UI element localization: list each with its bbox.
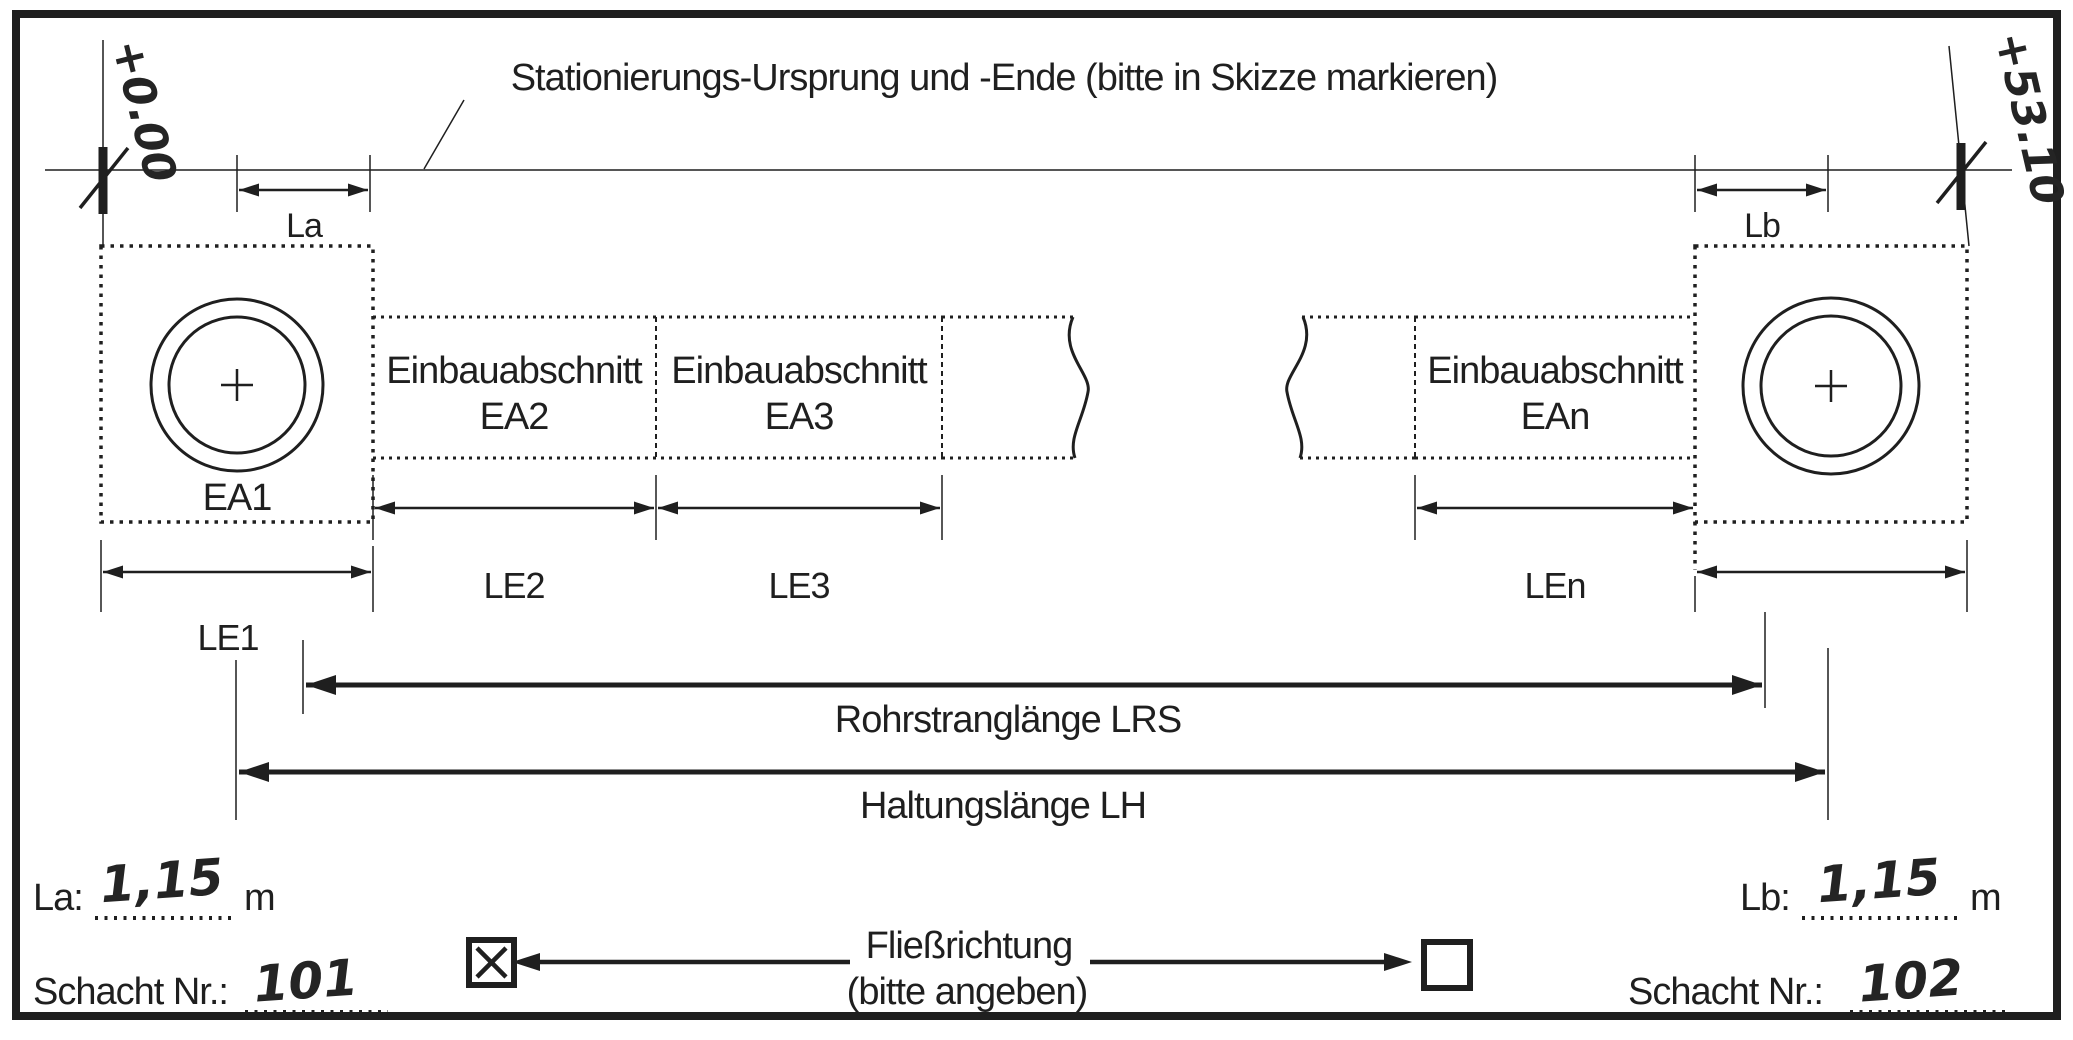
manhole-right <box>1693 244 1969 570</box>
le3-arrowhead-left <box>658 501 678 515</box>
lb-dim-label: Lb <box>1744 207 1780 245</box>
origin-slash-mark <box>78 146 130 210</box>
lh-dim-label: Haltungslänge LH <box>860 785 1146 827</box>
la-field-value[interactable]: 1,15 <box>98 848 225 914</box>
le2-arrowhead-left <box>375 501 395 515</box>
section-ean-id: EAn <box>1521 396 1590 438</box>
lrs-arrowhead-left <box>306 675 336 695</box>
flow-title: Fließrichtung <box>866 925 1073 967</box>
section-ea3-id: EA3 <box>765 396 834 438</box>
manhole-left-label: EA1 <box>203 477 272 519</box>
section-labels: Einbauabschnitt EA2 Einbauabschnitt EA3 … <box>386 350 1685 438</box>
stationing-annotation: Stationierungs-Ursprung und -Ende (bitte… <box>511 57 1498 99</box>
len-dim-label: LEn <box>1524 565 1585 606</box>
field-schacht-left: Schacht Nr.: 101 <box>33 948 388 1014</box>
manhole-left-box <box>99 244 375 524</box>
flow-left-check-mark <box>475 946 508 979</box>
schacht-left-label: Schacht Nr.: <box>33 971 228 1013</box>
schacht-right-value[interactable]: 102 <box>1857 948 1965 1013</box>
dimension-la: La <box>236 155 371 245</box>
le2-dim-label: LE2 <box>483 565 544 606</box>
le3-dim-label: LE3 <box>768 565 829 606</box>
flow-subtitle: (bitte angeben) <box>847 971 1088 1013</box>
annotation-leader-line <box>423 99 465 170</box>
le1-arrowhead-left <box>103 565 123 579</box>
le1-arrowhead-right <box>351 565 371 579</box>
manhole-right-inner-ring <box>1759 314 1903 458</box>
lrs-arrowhead-right <box>1732 675 1762 695</box>
mrw-arrowhead-right <box>1945 565 1965 579</box>
schacht-right-label: Schacht Nr.: <box>1628 971 1823 1013</box>
lb-field-label: Lb: <box>1740 877 1790 919</box>
la-arrowhead-left <box>239 183 259 197</box>
field-la: La: 1,15 m <box>33 848 276 920</box>
lh-arrowhead-right <box>1795 762 1825 782</box>
manhole-left: EA1 <box>99 244 375 524</box>
field-lb: Lb: 1,15 m <box>1740 848 2002 920</box>
section-ea2-word: Einbauabschnitt <box>386 350 643 392</box>
la-field-label: La: <box>33 877 83 919</box>
section-ea2-id: EA2 <box>480 396 549 438</box>
lrs-dim-label: Rohrstranglänge LRS <box>835 699 1181 741</box>
flow-arrow-left-head <box>512 953 540 971</box>
dimension-lrs: Rohrstranglänge LRS <box>302 612 1766 741</box>
end-slash-mark <box>1935 140 1988 205</box>
break-line-right <box>1285 316 1309 459</box>
flow-arrow-right-head <box>1384 953 1412 971</box>
dimension-len: LEn <box>1414 475 1693 606</box>
manhole-right-outer-ring <box>1741 296 1921 476</box>
len-arrowhead-left <box>1417 501 1437 515</box>
check-x-stroke <box>475 946 508 979</box>
station-origin-tick: +0.00 <box>78 34 186 246</box>
le3-arrowhead-right <box>920 501 940 515</box>
dimension-manhole-right-width <box>1694 540 1968 612</box>
flow-right-checkbox[interactable] <box>1421 939 1473 991</box>
lb-arrowhead-left <box>1697 183 1717 197</box>
dimension-le3: LE3 <box>658 475 943 606</box>
len-arrowhead-right <box>1673 501 1693 515</box>
drawing-frame <box>12 10 2061 1020</box>
lb-field-value[interactable]: 1,15 <box>1815 848 1942 914</box>
lb-arrowhead-right <box>1806 183 1826 197</box>
station-end-tick: +53.10 <box>1935 27 2073 247</box>
manhole-left-outer-ring <box>149 297 325 473</box>
break-line-left <box>1067 316 1090 459</box>
section-ea3-word: Einbauabschnitt <box>671 350 928 392</box>
mrw-arrowhead-left <box>1697 565 1717 579</box>
schacht-left-value[interactable]: 101 <box>252 948 360 1013</box>
dimension-le2: LE2 <box>372 475 657 606</box>
la-field-unit: m <box>244 877 275 919</box>
pipe-sections <box>373 315 1695 460</box>
la-arrowhead-right <box>348 183 368 197</box>
lh-arrowhead-left <box>239 762 269 782</box>
dimension-lh: Haltungslänge LH <box>235 648 1829 827</box>
le1-dim-label: LE1 <box>197 617 258 658</box>
flow-direction-row: Fließrichtung (bitte angeben) <box>466 925 1473 1013</box>
manhole-left-inner-ring <box>167 315 307 455</box>
field-schacht-right: Schacht Nr.: 102 <box>1628 948 2006 1014</box>
la-dim-label: La <box>286 207 323 245</box>
le2-arrowhead-right <box>634 501 654 515</box>
lb-field-unit: m <box>1970 877 2001 919</box>
dimension-le1: LE1 <box>100 540 374 658</box>
manhole-right-box <box>1693 244 1969 524</box>
dimension-lb: Lb <box>1694 155 1829 245</box>
section-ean-word: Einbauabschnitt <box>1427 350 1684 392</box>
